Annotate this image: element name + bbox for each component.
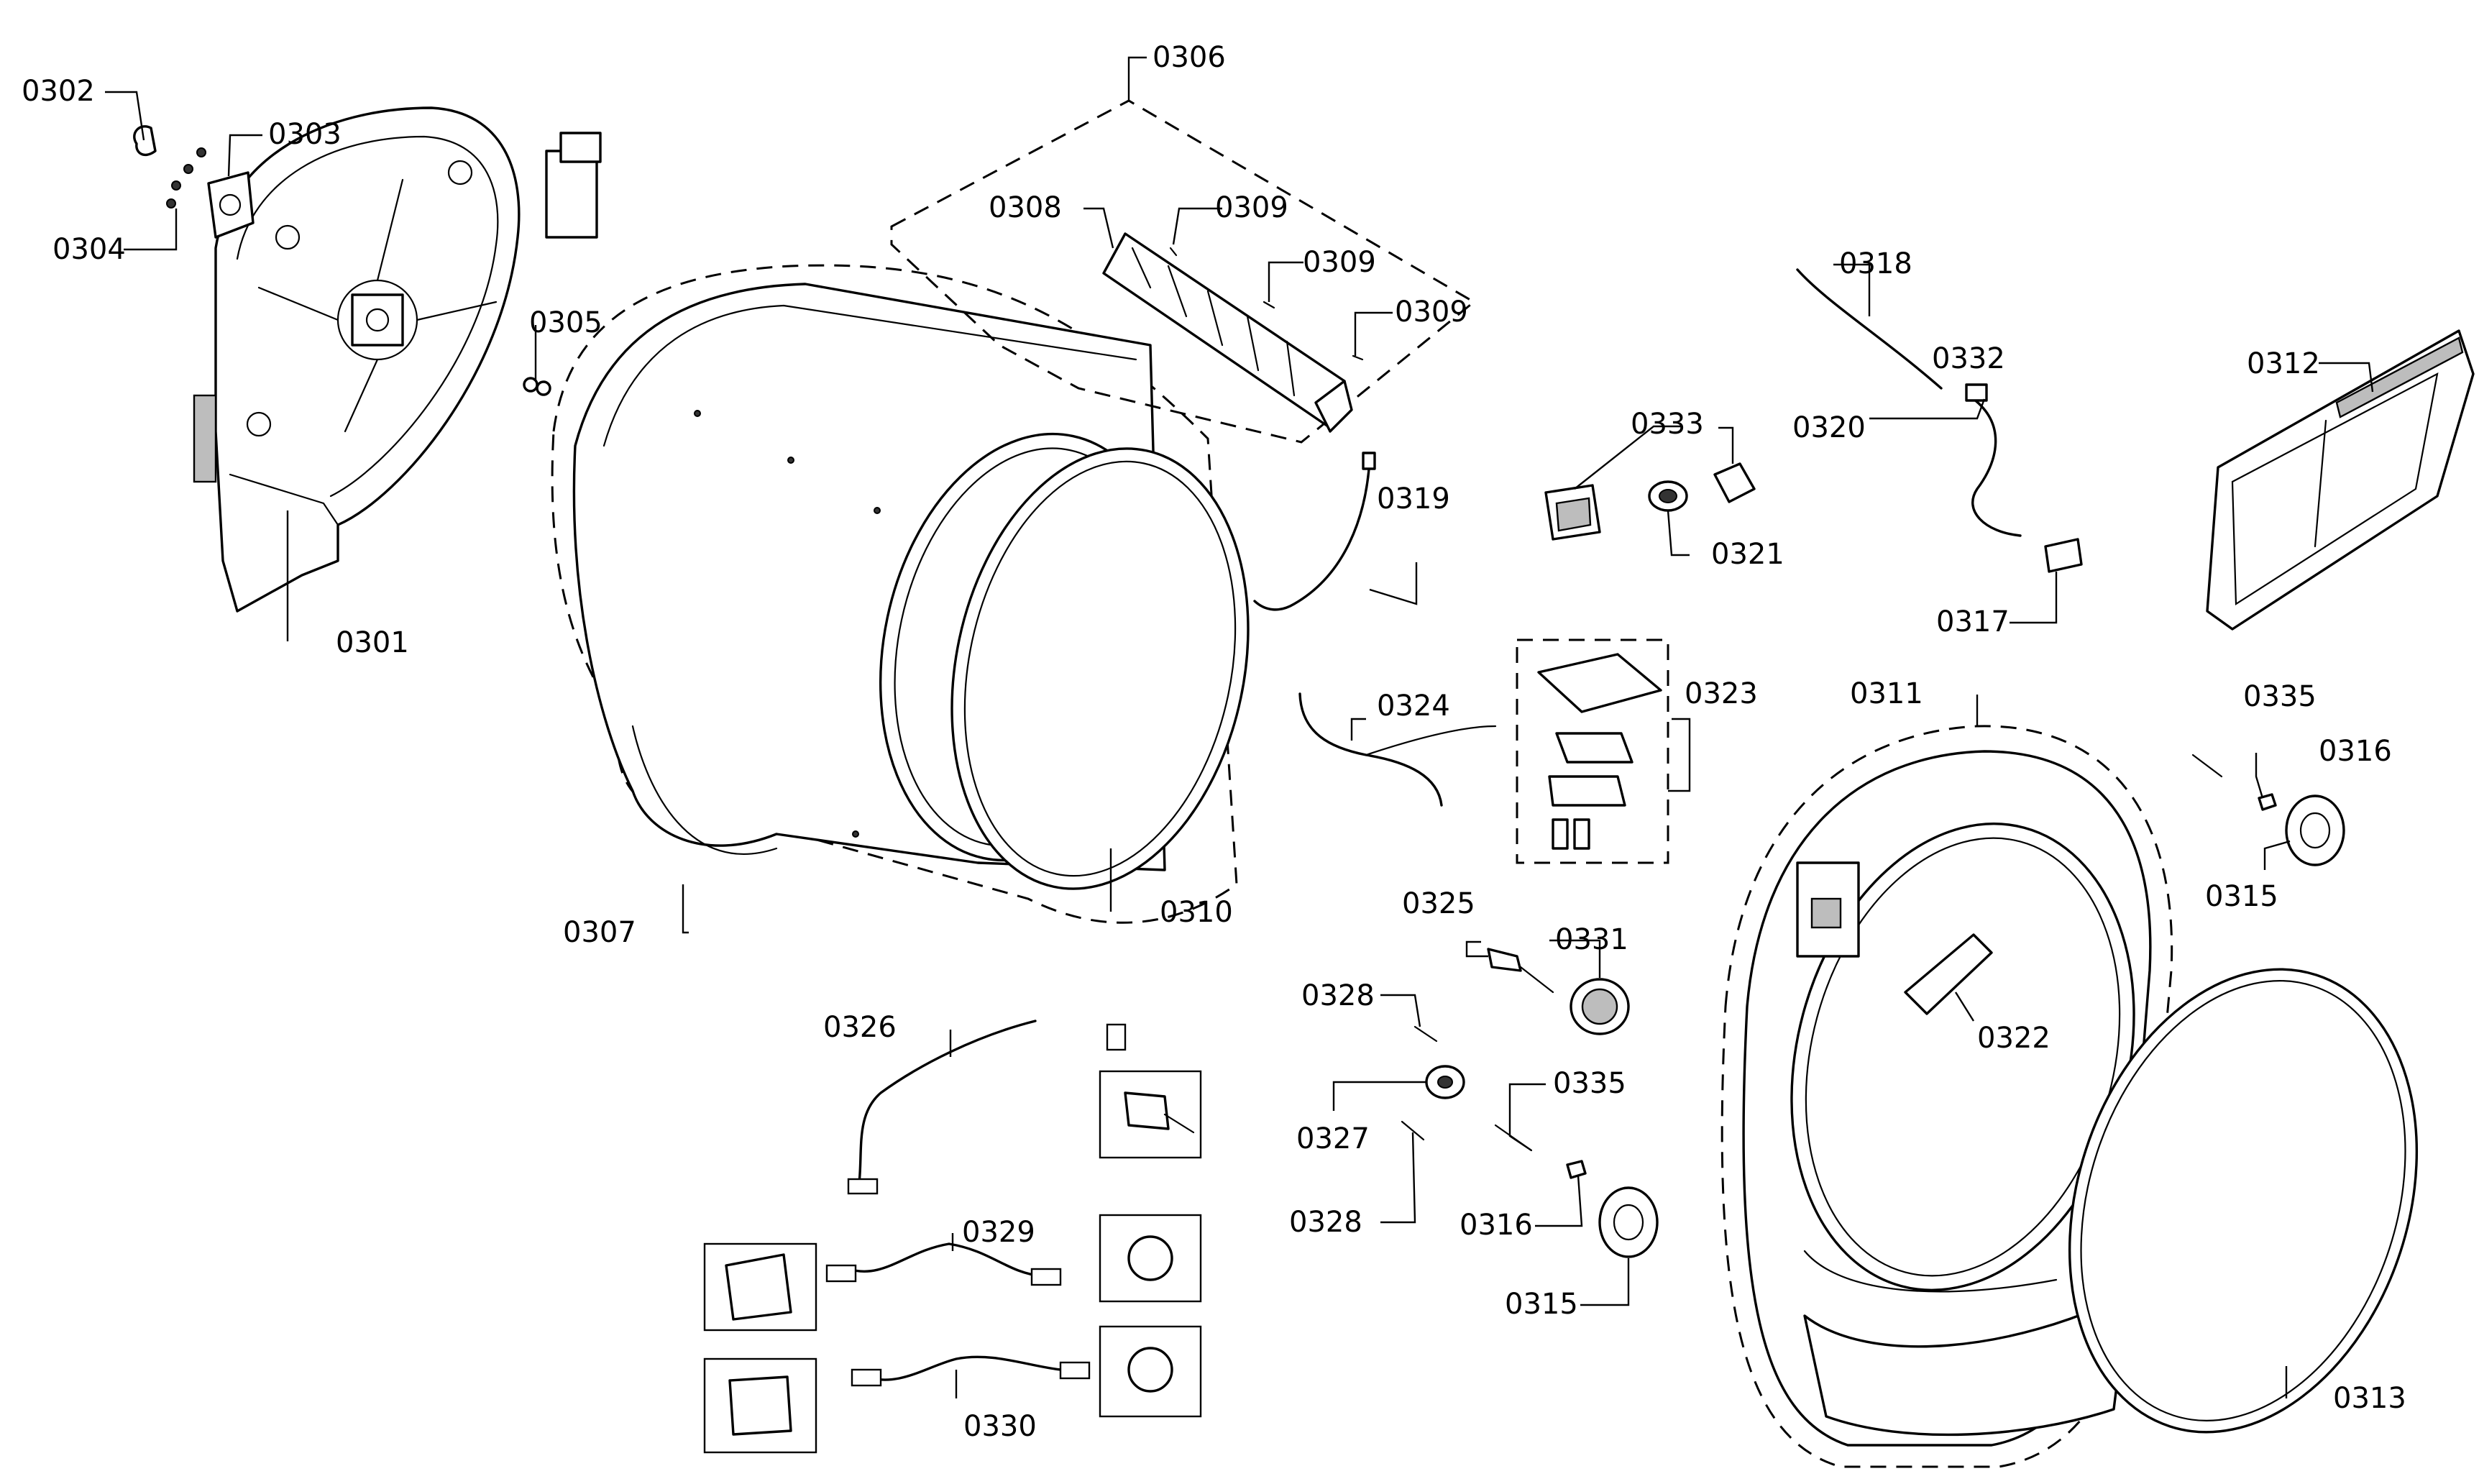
part-labels: 0302 0303 0304 0301 0305 0306 0308 0309 … [22,41,2406,1443]
label-0327: 0327 [1296,1122,1370,1155]
part-wire-0319-connector [1362,452,1376,470]
part-wire-0326 [858,1020,1037,1184]
label-0319: 0319 [1377,482,1450,516]
label-0331: 0331 [1555,923,1628,956]
label-0335-left: 0335 [1553,1067,1626,1100]
label-0329: 0329 [962,1216,1035,1249]
label-0324: 0324 [1377,690,1450,723]
part-baffle [1102,232,1353,433]
part-bracket-0322 [1904,933,1993,1015]
label-0322: 0322 [1977,1022,2050,1055]
part-screw-0328-b [1401,1120,1425,1141]
label-0301: 0301 [336,626,409,659]
part-wire-0330 [865,1355,1062,1381]
baffle-kit-outline [890,99,1476,444]
leader-lines [105,56,2374,1398]
part-baffle-screws [1169,247,1364,361]
label-0312: 0312 [2247,347,2320,380]
thermostat-box-b [1099,1214,1202,1303]
part-sensor-0333 [1544,484,1601,541]
part-washers [523,377,551,396]
part-clip [133,125,157,156]
label-0305: 0305 [529,306,602,339]
part-kit-0323 [1516,638,1669,864]
label-0309-b: 0309 [1303,246,1376,279]
label-0325: 0325 [1402,887,1475,920]
part-wire-0319 [1253,459,1371,611]
label-0310: 0310 [1160,896,1233,929]
label-0326: 0326 [823,1011,897,1044]
label-0320: 0320 [1792,411,1866,444]
part-idler-0325 [1487,948,1554,994]
label-0315-right: 0315 [2205,880,2278,913]
label-0309-a: 0309 [1215,191,1288,224]
part-fuse-0320 [1713,462,1756,503]
part-switch-0317 [2044,538,2083,573]
label-0335-right: 0335 [2243,680,2317,713]
label-0311: 0311 [1850,677,1923,710]
part-wire-0332 [1971,398,2022,537]
label-0307: 0307 [563,916,636,949]
part-front-bulkhead [1720,725,2173,1468]
part-roller-right [2191,754,2345,866]
part-wire-0318 [1796,268,1943,390]
part-roller-left [1494,1124,1659,1258]
label-0302: 0302 [22,75,95,108]
thermostat-box-a [1099,1070,1202,1159]
label-0316-right: 0316 [2319,735,2392,768]
part-0327 [1425,1065,1465,1099]
part-drum-rings [879,432,1250,890]
label-0333: 0333 [1631,408,1704,441]
label-0309-c: 0309 [1395,296,1468,329]
label-0304: 0304 [52,233,126,266]
label-0328-bottom: 0328 [1289,1206,1362,1239]
heater-box-b [703,1357,817,1454]
label-0315-left: 0315 [1505,1288,1578,1321]
label-0318: 0318 [1839,247,1912,280]
label-0323: 0323 [1685,677,1758,710]
label-0321: 0321 [1711,538,1784,571]
label-0308: 0308 [989,191,1062,224]
thermostat-box-c [1099,1325,1202,1418]
label-0328-top: 0328 [1301,979,1375,1012]
label-0332: 0332 [1932,342,2005,375]
label-0303: 0303 [268,118,342,151]
part-pulley-0331 [1570,978,1630,1035]
part-lint-filter [2206,329,2475,631]
part-screw-0328-a [1413,1025,1438,1043]
label-0317: 0317 [1936,605,2010,638]
part-rear-bulkhead [193,106,602,613]
label-0313: 0313 [2333,1382,2406,1415]
label-0306: 0306 [1153,41,1226,74]
heater-box-a [703,1242,817,1332]
label-0330: 0330 [963,1410,1037,1443]
part-drum-belt [2068,968,2419,1434]
part-bearing-plate [166,147,255,239]
part-thermostat-0321 [1648,480,1688,512]
label-0316-left: 0316 [1460,1209,1533,1242]
part-wire-0329 [847,1242,1044,1278]
